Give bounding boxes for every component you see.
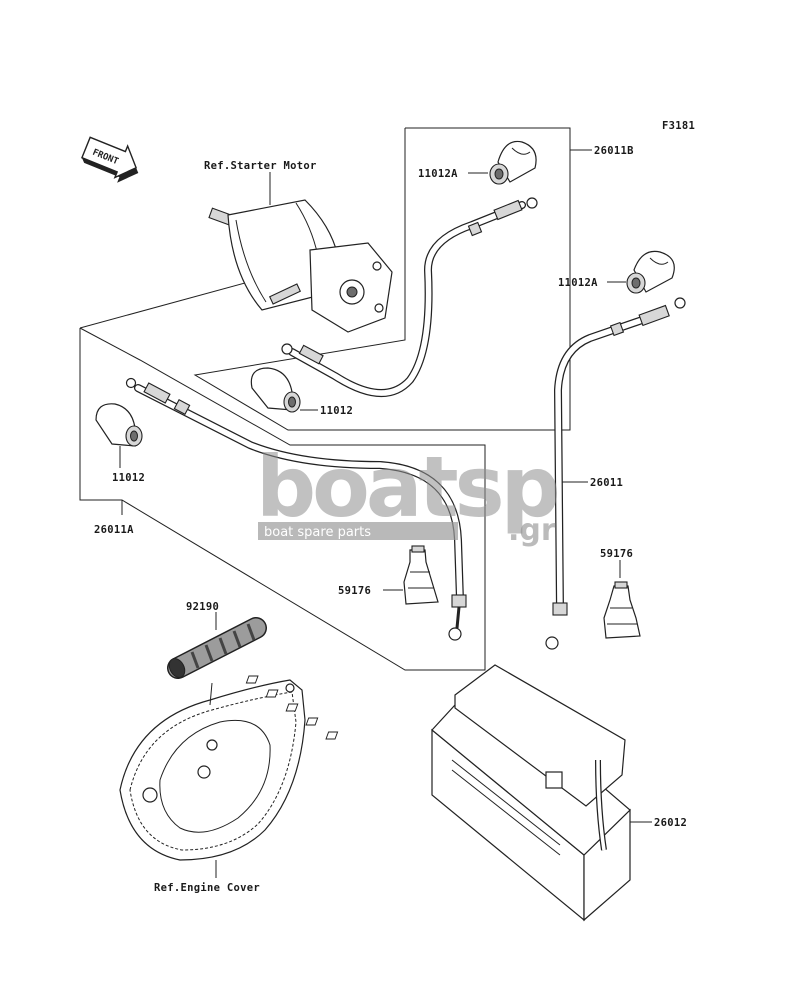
cap-11012-left: 11012 — [95, 403, 145, 484]
figure-code: F3181 — [662, 120, 695, 132]
hose-92190: 92190 — [167, 601, 267, 679]
label-engine-cover: Ref.Engine Cover — [154, 882, 260, 894]
label-92190: 92190 — [186, 601, 219, 613]
cap-11012a-top: 11012A — [418, 140, 537, 185]
label-26011a: 26011A — [94, 524, 134, 536]
battery-26012: 26012 — [245, 664, 687, 922]
enclosure-26011a — [79, 327, 486, 671]
watermark: boatsp .gr boat spare parts — [256, 438, 562, 548]
label-starter-motor: Ref.Starter Motor — [204, 160, 317, 172]
label-26011: 26011 — [590, 477, 623, 489]
starter-motor: Ref.Starter Motor — [204, 160, 393, 333]
boot-59176-mid: 59176 — [338, 545, 439, 605]
cap-11012-mid: 11012 — [250, 367, 353, 417]
engine-cover: Ref.Engine Cover — [119, 679, 306, 894]
label-11012-left: 11012 — [112, 472, 145, 484]
label-26011b: 26011B — [594, 145, 634, 157]
cap-11012a-right: 11012A — [558, 250, 675, 294]
label-11012a-top: 11012A — [418, 168, 458, 180]
label-59176-right: 59176 — [600, 548, 633, 560]
label-11012a-right: 11012A — [558, 277, 598, 289]
cable-26011a — [125, 377, 467, 641]
label-26012: 26012 — [654, 817, 687, 829]
watermark-tagline: boat spare parts — [264, 525, 371, 540]
front-arrow-icon: FRONT — [81, 136, 139, 183]
cable-26011: 26011 — [545, 297, 686, 650]
watermark-suffix: .gr — [508, 513, 556, 548]
boot-59176-right: 59176 — [600, 548, 641, 639]
label-11012-mid: 11012 — [320, 405, 353, 417]
enclosure-26011b — [193, 127, 571, 431]
watermark-brand: boatsp — [256, 438, 558, 536]
cable-26011b — [281, 197, 538, 397]
label-59176-mid: 59176 — [338, 585, 371, 597]
